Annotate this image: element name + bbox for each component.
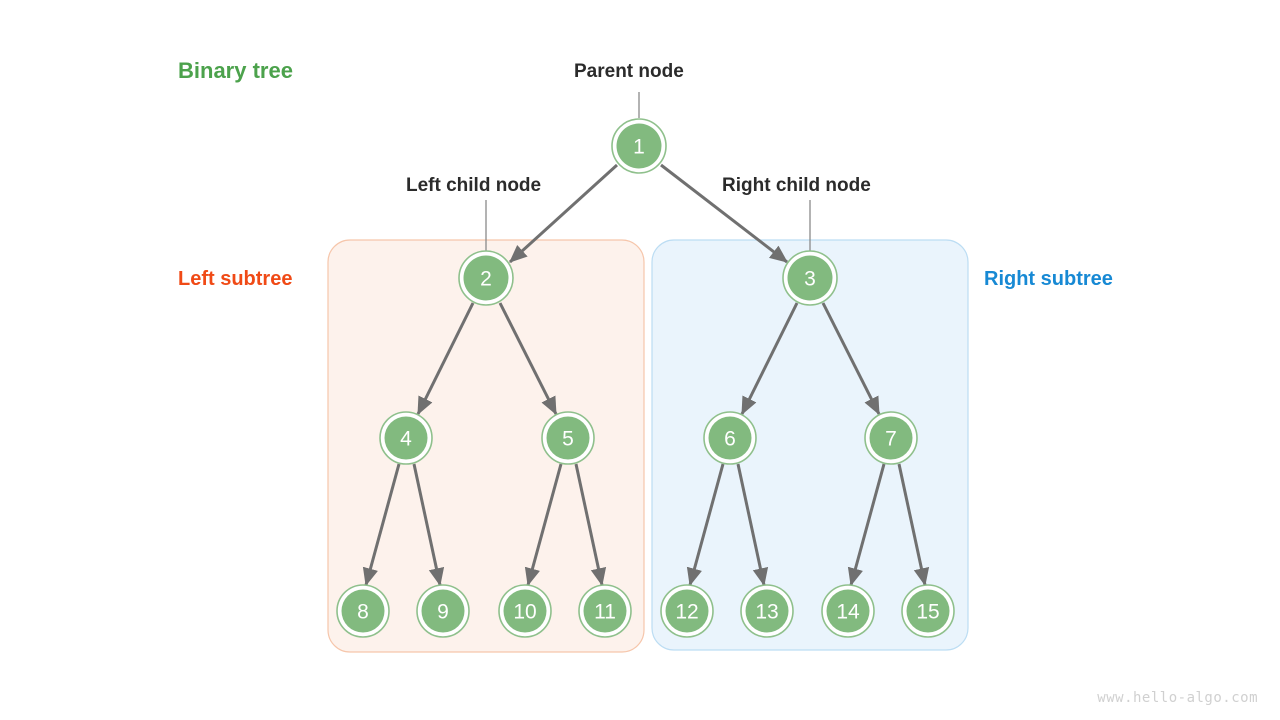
tree-node-15[interactable]: 15 xyxy=(901,584,955,638)
node-disc xyxy=(421,589,465,633)
node-disc xyxy=(826,589,870,633)
node-disc xyxy=(583,589,627,633)
edge-3-7 xyxy=(821,302,881,416)
tree-node-2[interactable]: 2 xyxy=(458,250,514,306)
edge-1-3 xyxy=(660,163,788,264)
diagram-title: Binary tree xyxy=(178,58,293,83)
tree-node-13[interactable]: 13 xyxy=(740,584,794,638)
tree-node-9[interactable]: 9 xyxy=(416,584,470,638)
node-disc xyxy=(708,416,752,460)
edge-4-8 xyxy=(362,463,401,587)
tree-node-14[interactable]: 14 xyxy=(821,584,875,638)
subtree-boxes xyxy=(327,239,969,653)
annotation-left-child-node: Left child node xyxy=(406,175,542,196)
node-label: 10 xyxy=(513,601,536,624)
site-watermark: www.hello-algo.com xyxy=(1097,690,1258,706)
node-disc xyxy=(616,123,662,169)
tree-node-1[interactable]: 1 xyxy=(611,118,667,174)
tree-node-3[interactable]: 3 xyxy=(782,250,838,306)
annotation-left-subtree: Left subtree xyxy=(178,268,293,290)
node-disc xyxy=(745,589,789,633)
tree-node-4[interactable]: 4 xyxy=(379,411,433,465)
annotation-parent-node: Parent node xyxy=(574,61,684,82)
annotation-leader-lines xyxy=(485,92,811,252)
tree-node-8[interactable]: 8 xyxy=(336,584,390,638)
tree-node-5[interactable]: 5 xyxy=(541,411,595,465)
edge-6-13 xyxy=(736,463,769,587)
node-label: 6 xyxy=(724,428,736,451)
node-label: 7 xyxy=(885,428,897,451)
node-label: 13 xyxy=(755,601,778,624)
edge-5-11 xyxy=(574,463,607,587)
tree-node-10[interactable]: 10 xyxy=(498,584,552,638)
node-label: 9 xyxy=(437,601,449,624)
edge-7-14 xyxy=(847,463,886,587)
node-label: 8 xyxy=(357,601,369,624)
node-disc xyxy=(546,416,590,460)
annotation-right-subtree: Right subtree xyxy=(984,268,1113,290)
node-disc xyxy=(341,589,385,633)
tree-node-11[interactable]: 11 xyxy=(578,584,632,638)
edge-1-2 xyxy=(508,163,619,264)
node-disc xyxy=(665,589,709,633)
node-disc xyxy=(869,416,913,460)
edge-4-9 xyxy=(412,463,445,587)
node-label: 11 xyxy=(594,601,616,624)
tree-edges xyxy=(362,163,930,587)
node-label: 12 xyxy=(675,601,698,624)
edge-3-6 xyxy=(740,302,799,416)
node-disc xyxy=(503,589,547,633)
tree-node-6[interactable]: 6 xyxy=(703,411,757,465)
node-disc xyxy=(906,589,950,633)
node-label: 3 xyxy=(804,268,816,291)
node-label: 1 xyxy=(633,136,645,159)
node-label: 5 xyxy=(562,428,574,451)
node-disc xyxy=(463,255,509,301)
node-label: 15 xyxy=(916,601,939,624)
tree-node-12[interactable]: 12 xyxy=(660,584,714,638)
tree-node-7[interactable]: 7 xyxy=(864,411,918,465)
edge-6-12 xyxy=(686,463,725,587)
node-disc xyxy=(384,416,428,460)
node-disc xyxy=(787,255,833,301)
edge-7-15 xyxy=(897,463,930,587)
annotation-right-child-node: Right child node xyxy=(722,175,871,196)
edge-5-10 xyxy=(524,463,563,587)
node-label: 2 xyxy=(480,268,492,291)
node-label: 4 xyxy=(400,428,412,451)
edge-2-5 xyxy=(498,302,558,416)
node-label: 14 xyxy=(836,601,860,624)
edge-2-4 xyxy=(416,302,475,416)
